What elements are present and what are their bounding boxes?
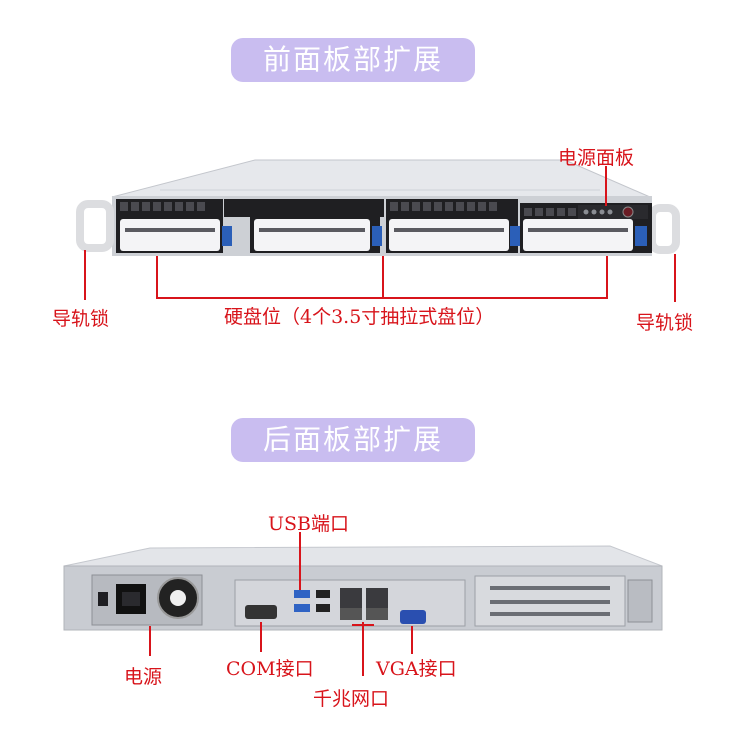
usb-leader (299, 532, 301, 590)
vga-leader (411, 626, 413, 654)
rail-lock-left-label: 导轨锁 (52, 308, 110, 330)
front-section-title: 前面板部扩展 (231, 38, 475, 82)
front-server-image (0, 0, 750, 300)
com-label: COM接口 (226, 658, 314, 680)
drive-bay-bracket-bottom (156, 297, 608, 299)
power-panel-label: 电源面板 (558, 147, 635, 169)
rail-lock-right-leader (674, 254, 676, 302)
rail-lock-left-leader (84, 250, 86, 300)
rear-section-title: 后面板部扩展 (231, 418, 475, 462)
power-leader (149, 626, 151, 656)
lan-leader-h (352, 624, 374, 626)
com-leader-v (260, 622, 262, 652)
drive-bay-bracket-left (156, 256, 158, 298)
rail-lock-right-label: 导轨锁 (636, 312, 694, 334)
power-label: 电源 (124, 666, 163, 688)
usb-label: USB端口 (268, 513, 349, 535)
lan-leader-v (362, 622, 364, 676)
drive-bay-bracket-mid (382, 256, 384, 298)
vga-label: VGA接口 (376, 658, 457, 680)
lan-label: 千兆网口 (313, 688, 390, 710)
power-panel-leader (605, 166, 607, 206)
drive-bays-label: 硬盘位（4个3.5寸抽拉式盘位） (224, 306, 495, 328)
drive-bay-bracket-right (606, 256, 608, 298)
